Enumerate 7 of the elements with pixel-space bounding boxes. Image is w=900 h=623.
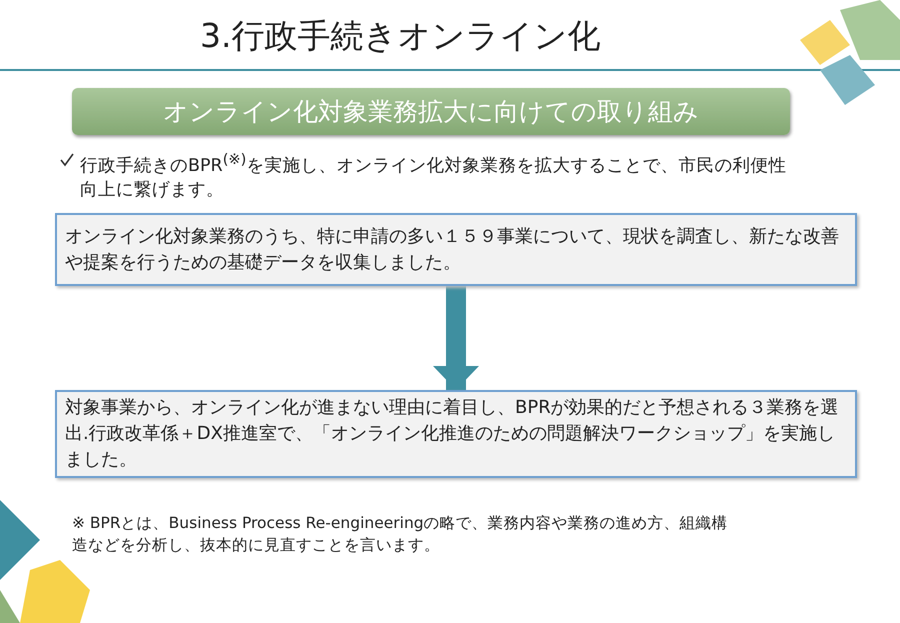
slide-title: 3.行政手続きオンライン化 [200, 15, 600, 57]
heading-banner: オンライン化対象業務拡大に向けての取り組み [72, 88, 790, 135]
text-box: 対象事業から、オンライン化が進まない理由に着目し、BPRが効果的だと予想される３業務を選出.行政改革係＋DX推進室で、「オンライン化推進のための問題解決ワークショップ」を実施しました。 [55, 390, 857, 478]
bullet-text: 行政手続きのBPR$^{(※)}$を実施し、オンライン化対象業務を拡大することで、市民の利便性向上に繋げます。 [80, 150, 788, 202]
text-box: オンライン化対象業務のうち、特に申請の多い１５９事業について、現状を調査し、新たな改善や提案を行うための基礎データを収集しました。 [55, 213, 857, 286]
footnote-text: ※ BPRとは、Business Process Re-engineeringの略で、業務内容や業務の進め方、組織構造などを分析し、抜本的に見直すことを言います。 [72, 513, 729, 556]
arrow [433, 286, 479, 390]
